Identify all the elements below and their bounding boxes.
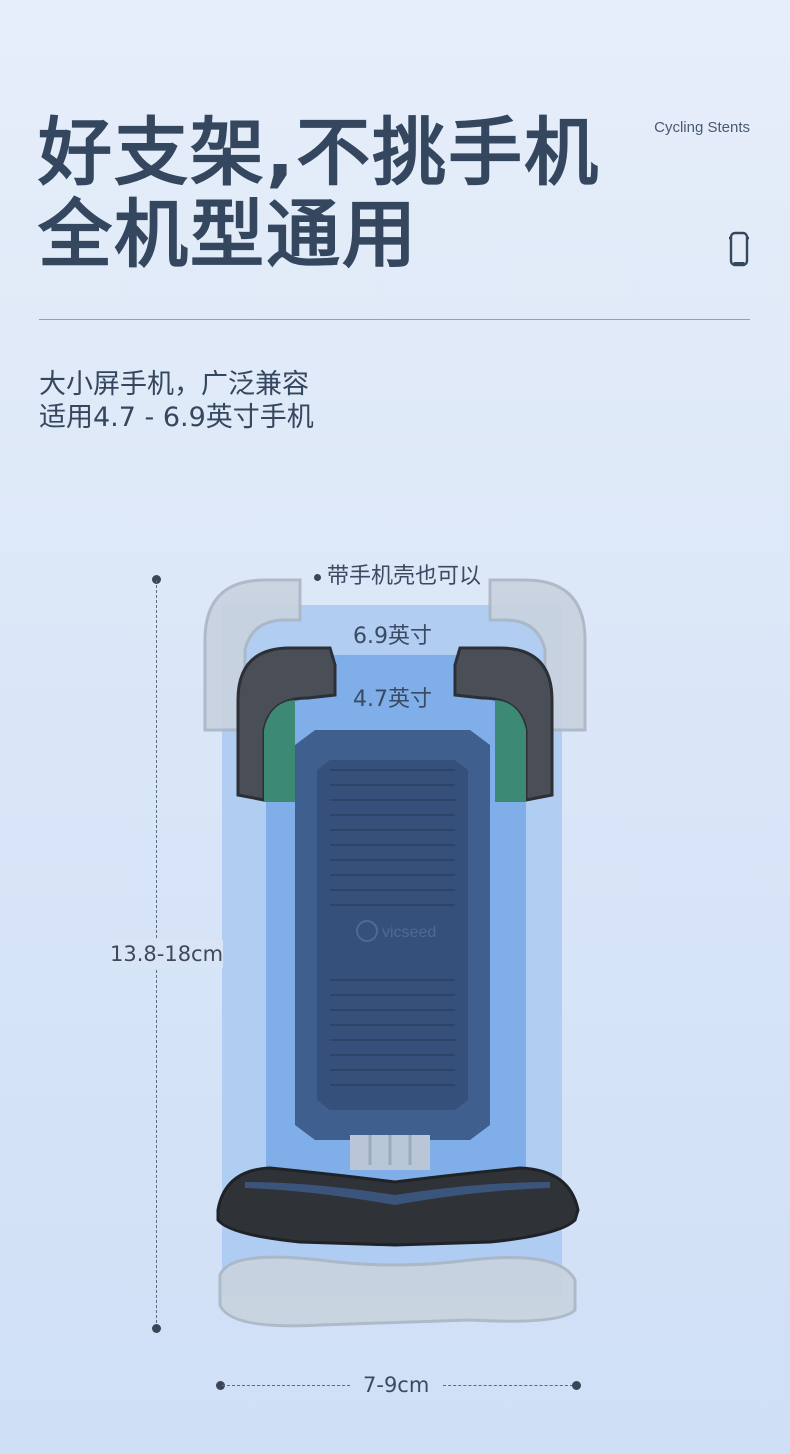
height-range-label: 13.8-18cm xyxy=(110,940,224,968)
compatibility-line-1: 大小屏手机，广泛兼容 xyxy=(39,369,309,400)
phone-outline-icon xyxy=(729,231,749,267)
case-note: 带手机壳也可以 xyxy=(314,558,481,590)
width-dimension-end xyxy=(572,1381,581,1390)
height-dimension-start xyxy=(152,575,161,584)
headline-line-2: 全机型通用 xyxy=(38,192,418,278)
holder-body: vicseed xyxy=(295,730,490,1170)
bullet-dot xyxy=(314,573,321,581)
case-note-label: 带手机壳也可以 xyxy=(327,564,482,589)
size-label-small: 4.7英寸 xyxy=(353,687,432,712)
section-divider xyxy=(39,319,750,320)
width-dimension-start xyxy=(216,1381,225,1390)
size-label-large: 6.9英寸 xyxy=(353,624,432,649)
height-dimension-end xyxy=(152,1324,161,1333)
compatibility-line-2: 适用4.7 - 6.9英寸手机 xyxy=(39,402,314,433)
compatibility-text: 大小屏手机，广泛兼容 适用4.7 - 6.9英寸手机 xyxy=(39,368,314,434)
bottom-clamp xyxy=(216,1166,580,1247)
headline-line-1: 好支架,不挑手机 xyxy=(38,110,601,196)
width-range-label: 7-9cm xyxy=(363,1373,430,1397)
category-tag: Cycling Stents xyxy=(654,119,750,136)
width-dimension-line-left xyxy=(222,1385,350,1386)
top-clamps xyxy=(236,646,554,802)
brand-mark: vicseed xyxy=(382,924,436,941)
phone-holder-illustration: vicseed xyxy=(203,578,587,1328)
width-dimension-line-right xyxy=(443,1385,573,1386)
headline: 好支架,不挑手机 全机型通用 xyxy=(38,112,600,276)
extended-clamp-ghost xyxy=(203,578,587,1328)
